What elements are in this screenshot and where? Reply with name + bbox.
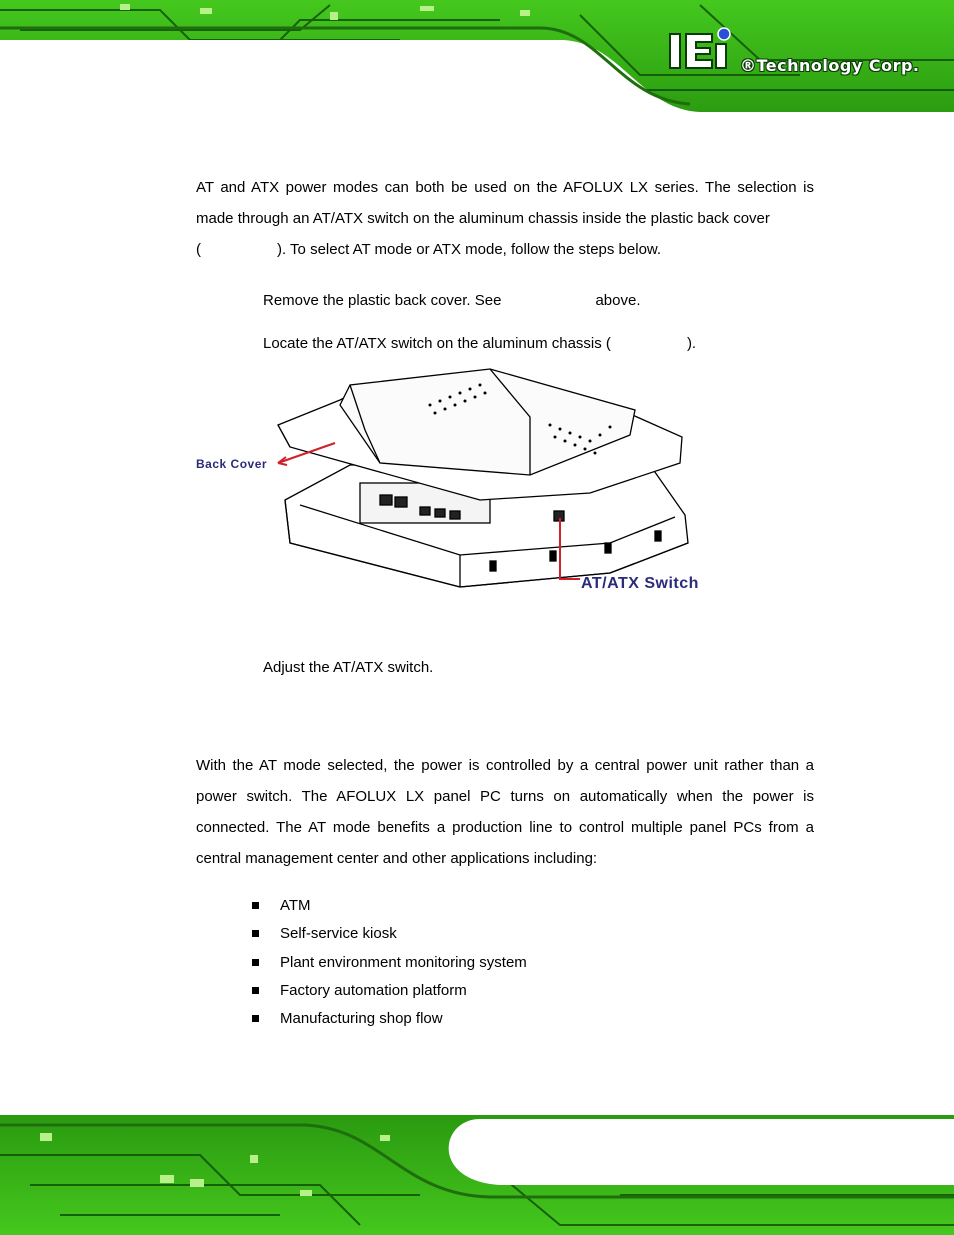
intro-paragraph: AT and ATX power modes can both be used … bbox=[196, 172, 814, 265]
step-1-text: Remove the plastic back cover. See bbox=[263, 292, 502, 309]
back-cover-arrow bbox=[277, 442, 336, 464]
logo-text: ®Technology Corp. bbox=[740, 56, 920, 75]
step-2-text: Locate the AT/ATX switch on the aluminum… bbox=[263, 335, 611, 352]
intro-line-2: ). To select AT mode or ATX mode, follow… bbox=[277, 241, 662, 258]
list-item: Self-service kiosk bbox=[252, 921, 527, 949]
back-cover-label: Back Cover bbox=[196, 457, 268, 471]
list-item: Manufacturing shop flow bbox=[252, 1006, 527, 1034]
intro-open-paren: ( bbox=[196, 241, 201, 258]
bullet-square-icon bbox=[252, 986, 259, 994]
switch-arrow bbox=[559, 518, 580, 580]
footer-pcb-banner bbox=[0, 1115, 954, 1235]
iei-logo-icon bbox=[669, 27, 731, 69]
step-2-tail: ). bbox=[686, 335, 697, 352]
step-3-text: Adjust the AT/ATX switch. bbox=[263, 659, 434, 676]
list-item-label: Self-service kiosk bbox=[280, 925, 397, 943]
bullet-square-icon bbox=[252, 930, 259, 938]
list-item-label: Manufacturing shop flow bbox=[280, 1010, 443, 1028]
list-item: ATM bbox=[252, 893, 527, 921]
step-2: Locate the AT/ATX switch on the aluminum… bbox=[263, 335, 696, 352]
at-mode-paragraph: With the AT mode selected, the power is … bbox=[196, 757, 814, 867]
intro-line-1: AT and ATX power modes can both be used … bbox=[196, 179, 814, 227]
header-pcb-banner bbox=[0, 0, 954, 118]
list-item: Factory automation platform bbox=[252, 978, 527, 1006]
plastic-back-cover bbox=[277, 368, 683, 501]
at-atx-switch-label: AT/ATX Switch bbox=[581, 575, 699, 592]
step-1: Remove the plastic back cover. See above. bbox=[263, 292, 641, 309]
bullet-square-icon bbox=[252, 902, 259, 909]
list-item-label: Plant environment monitoring system bbox=[280, 953, 527, 971]
bullet-square-icon bbox=[252, 958, 259, 966]
step-1-tail: above. bbox=[595, 292, 641, 309]
back-cover-figure bbox=[277, 368, 689, 588]
list-item-label: Factory automation platform bbox=[280, 981, 467, 999]
list-item-label: ATM bbox=[280, 897, 311, 914]
aluminum-chassis bbox=[284, 464, 689, 588]
company-logo: ®Technology Corp. bbox=[668, 26, 928, 88]
bullet-square-icon bbox=[252, 1015, 259, 1023]
step-3: Adjust the AT/ATX switch. bbox=[263, 659, 433, 676]
applications-list: ATM Self-service kiosk Plant environment… bbox=[252, 893, 527, 1034]
list-item: Plant environment monitoring system bbox=[252, 950, 527, 978]
